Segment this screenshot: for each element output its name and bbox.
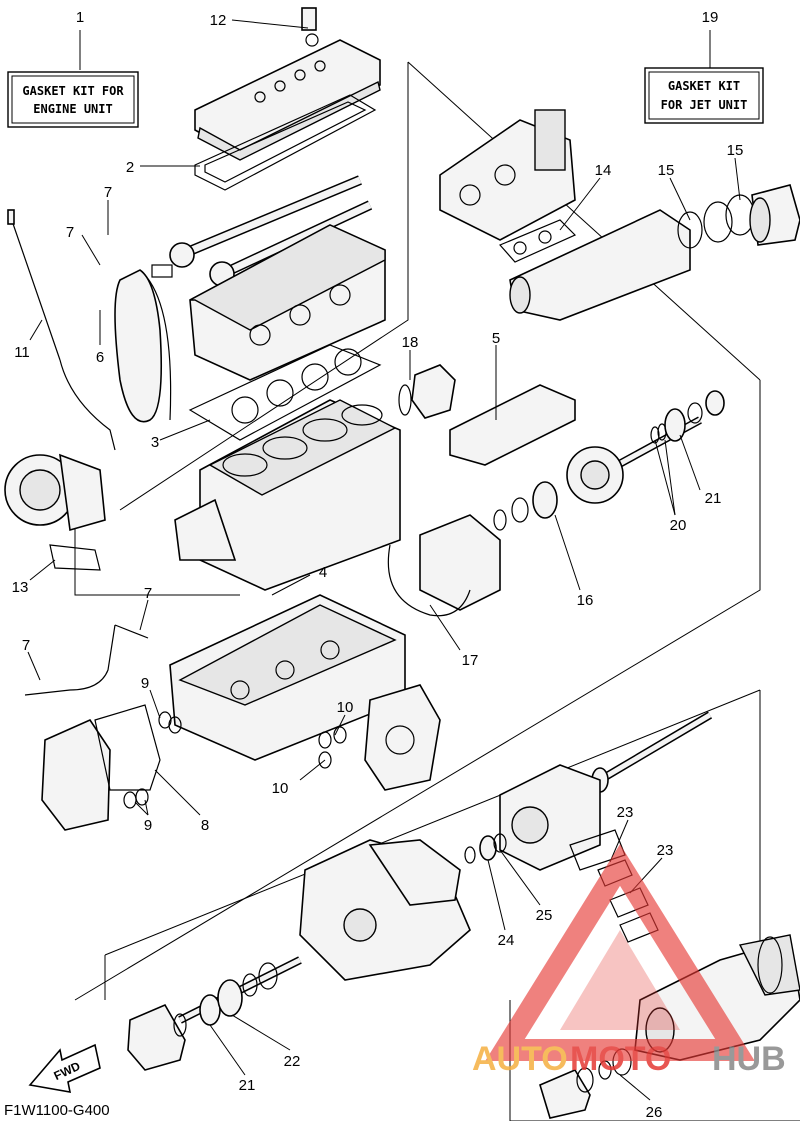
- callout-13: 13: [12, 579, 29, 596]
- camshafts: [169, 175, 373, 287]
- callout-7d: 7: [22, 637, 30, 654]
- callout-10b: 10: [272, 780, 289, 797]
- exhaust-pipe: [509, 209, 691, 321]
- o-rings-10: [318, 726, 347, 769]
- callout-25: 25: [536, 907, 553, 924]
- exhaust-manifold: [439, 109, 576, 241]
- output-cover: [387, 514, 501, 617]
- frame-lines: [74, 61, 800, 1121]
- fwd-arrow: FWD: [28, 1043, 101, 1093]
- watermark: AUTO MOTO HUB: [472, 844, 786, 1078]
- cylinder-head-cover: [194, 7, 381, 161]
- callout-26: 26: [646, 1104, 663, 1121]
- head-gasket: [188, 344, 382, 441]
- engine-kit-line1: GASKET KIT FOR: [22, 84, 124, 98]
- callout-21b: 21: [239, 1077, 256, 1094]
- watermark-part2: MOTO: [570, 1040, 671, 1078]
- callout-22: 22: [284, 1053, 301, 1070]
- jet-kit-line1: GASKET KIT: [668, 79, 740, 93]
- oil-cap: [301, 7, 317, 31]
- intermediate-housing: [299, 839, 471, 981]
- cylinder-block: [174, 399, 401, 591]
- jet-kit-box: GASKET KIT FOR JET UNIT 19: [644, 9, 764, 124]
- engine-kit-line2: ENGINE UNIT: [33, 102, 112, 116]
- callout-24: 24: [498, 932, 515, 949]
- timing-chain: [114, 264, 173, 423]
- callout-1: 1: [76, 9, 84, 26]
- callout-21a: 21: [705, 490, 722, 507]
- callout-3: 3: [151, 434, 159, 451]
- callout-19: 19: [702, 9, 719, 26]
- callout-18: 18: [402, 334, 419, 351]
- callout-16: 16: [577, 592, 594, 609]
- diagram-code: F1W1100-G400: [4, 1102, 110, 1119]
- callout-12: 12: [210, 12, 227, 29]
- exhaust-flange-gaskets: [677, 184, 800, 249]
- crank-cover: [364, 684, 441, 791]
- watermark-part1: AUTO: [472, 1040, 568, 1078]
- intake-manifold: [449, 384, 576, 466]
- oil-pipe: [24, 624, 149, 696]
- head-cover-gasket: [194, 94, 377, 191]
- callout-8: 8: [201, 817, 209, 834]
- turbocharger: [4, 453, 106, 571]
- callout-23b: 23: [657, 842, 674, 859]
- callout-11: 11: [14, 344, 30, 361]
- thermostat-housing: [398, 364, 456, 419]
- callout-17: 17: [462, 652, 479, 669]
- callouts: 12 2 7 7 11 6 18 5 14 15 15 3 13 21 20 4…: [12, 12, 744, 1121]
- rear-bearing: [539, 1048, 632, 1119]
- callout-4: 4: [319, 564, 327, 581]
- callout-20: 20: [670, 517, 687, 534]
- callout-14: 14: [595, 162, 612, 179]
- watermark-part3: HUB: [712, 1040, 786, 1078]
- leader-lines: [27, 19, 741, 1101]
- callout-10a: 10: [337, 699, 354, 716]
- drive-shaft: [591, 711, 713, 793]
- callout-15a: 15: [658, 162, 675, 179]
- jet-kit-line2: FOR JET UNIT: [661, 98, 748, 112]
- lower-coupler: [127, 956, 302, 1071]
- callout-9b: 9: [144, 817, 152, 834]
- callout-7c: 7: [144, 585, 152, 602]
- cylinder-head: [189, 224, 386, 381]
- watermark-triangle-icon: [485, 844, 755, 1061]
- callout-5: 5: [492, 330, 500, 347]
- callout-23a: 23: [617, 804, 634, 821]
- callout-7b: 7: [66, 224, 74, 241]
- drive-coupler: [493, 390, 725, 531]
- part-12-oring: [305, 33, 319, 47]
- callout-9a: 9: [141, 675, 149, 692]
- crankcase: [169, 594, 406, 761]
- exhaust-gasket: [498, 219, 577, 263]
- callout-2: 2: [126, 159, 134, 176]
- o-rings-9: [123, 711, 182, 809]
- callout-7a: 7: [104, 184, 112, 201]
- engine-kit-box: GASKET KIT FOR ENGINE UNIT 1: [7, 9, 139, 128]
- oil-pump: [41, 704, 161, 831]
- callout-15b: 15: [727, 142, 744, 159]
- dipstick: [7, 209, 116, 451]
- callout-6: 6: [96, 349, 104, 366]
